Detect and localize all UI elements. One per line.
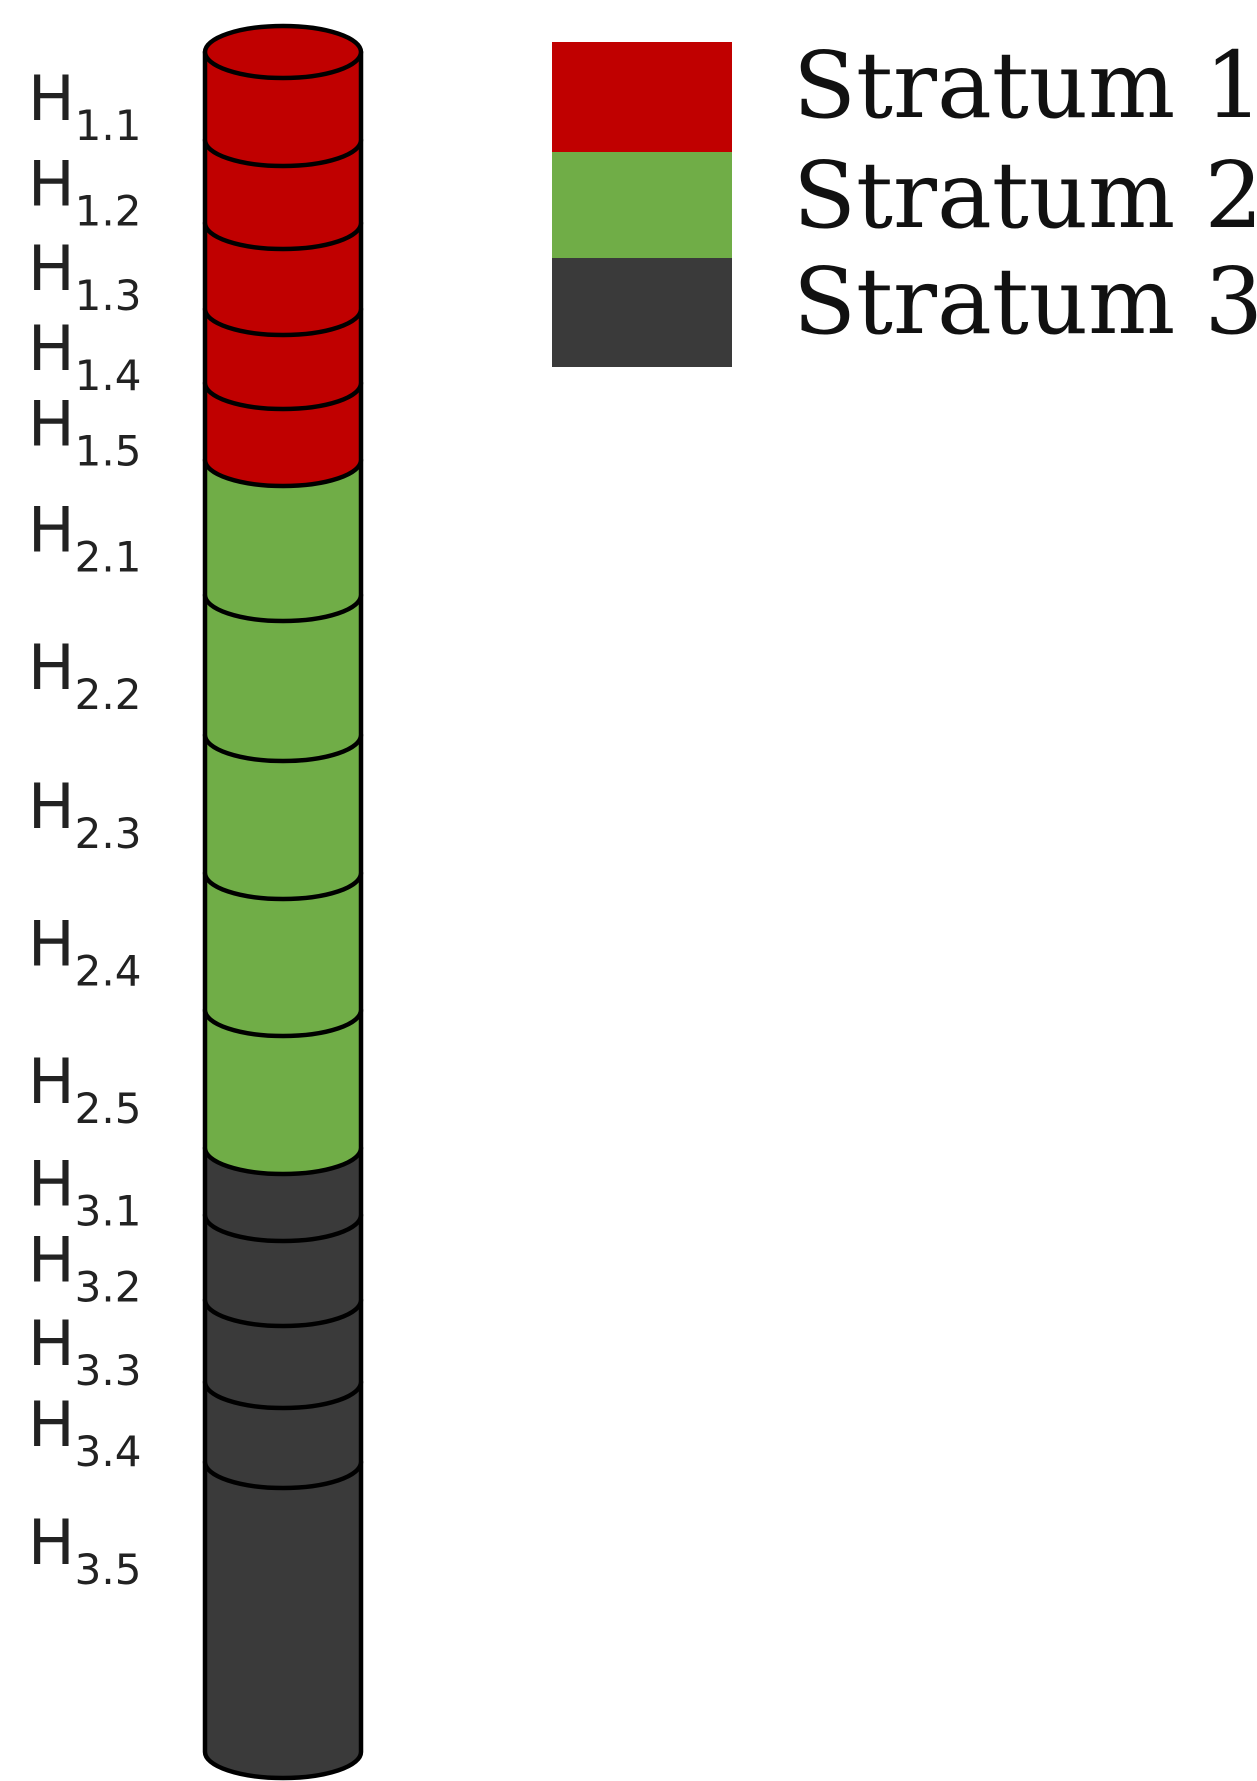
- layer-segment-2-3: [202, 732, 364, 902]
- layer-segment-3-3: [202, 1297, 364, 1411]
- borehole-column: [202, 23, 364, 1781]
- legend-label-stratum-3: Stratum 3: [793, 248, 1257, 355]
- legend-swatch-stratum-3: [552, 258, 732, 367]
- legend-label-stratum-1: Stratum 1: [793, 32, 1257, 139]
- layer-label-subscript: 2.2: [75, 670, 142, 719]
- column-top-cap: [202, 23, 364, 81]
- layer-segment-2-1: [202, 457, 364, 624]
- layer-segment-2-4: [202, 870, 364, 1039]
- layer-label-subscript: 1.2: [75, 187, 142, 236]
- layer-segment-3-2: [202, 1212, 364, 1329]
- layer-label-base: H: [28, 148, 75, 221]
- layer-segment-1-5: [202, 380, 364, 489]
- layer-label-1-5: H1.5: [28, 388, 141, 476]
- layer-label-3-4: H3.4: [28, 1388, 141, 1476]
- layer-label-subscript: 2.1: [75, 533, 142, 582]
- layer-segment-1-4: [202, 306, 364, 412]
- layer-labels: H1.1H1.2H1.3H1.4H1.5H2.1H2.2H2.3H2.4H2.5…: [28, 62, 141, 1594]
- layer-label-subscript: 2.5: [75, 1084, 142, 1133]
- layer-label-1-3: H1.3: [28, 232, 141, 320]
- layer-label-subscript: 1.1: [75, 101, 142, 150]
- layer-label-1-1: H1.1: [28, 62, 141, 150]
- layer-label-base: H: [28, 1224, 75, 1297]
- layer-label-1-2: H1.2: [28, 148, 141, 236]
- layer-label-subscript: 3.2: [75, 1263, 142, 1312]
- layer-label-2-2: H2.2: [28, 631, 141, 719]
- layer-label-base: H: [28, 312, 75, 385]
- legend-swatch-stratum-1: [552, 42, 732, 152]
- layer-label-subscript: 1.4: [75, 351, 142, 400]
- layer-segment-2-5: [202, 1007, 364, 1177]
- layer-label-subscript: 3.5: [75, 1545, 142, 1594]
- layer-label-subscript: 2.3: [75, 809, 142, 858]
- legend-swatch-stratum-2: [552, 152, 732, 258]
- layer-label-2-3: H2.3: [28, 770, 141, 858]
- layer-segment-1-2: [202, 137, 364, 252]
- layer-label-2-1: H2.1: [28, 494, 141, 582]
- layer-label-base: H: [28, 232, 75, 305]
- layer-label-subscript: 3.3: [75, 1346, 142, 1395]
- layer-label-3-3: H3.3: [28, 1307, 141, 1395]
- layer-label-subscript: 2.4: [75, 947, 142, 996]
- layer-label-subscript: 1.3: [75, 271, 142, 320]
- legend-label-stratum-2: Stratum 2: [793, 142, 1257, 249]
- layer-label-base: H: [28, 1045, 75, 1118]
- layer-label-3-5: H3.5: [28, 1506, 141, 1594]
- layer-segment-2-2: [202, 592, 364, 764]
- layer-segment-1-1: [202, 49, 364, 169]
- layer-label-base: H: [28, 1388, 75, 1461]
- layer-label-3-1: H3.1: [28, 1148, 141, 1236]
- layer-label-subscript: 3.1: [75, 1187, 142, 1236]
- layer-label-2-4: H2.4: [28, 908, 141, 996]
- layer-segment-3-4: [202, 1379, 364, 1491]
- layer-label-base: H: [28, 1148, 75, 1221]
- layer-label-base: H: [28, 1506, 75, 1579]
- layer-label-2-5: H2.5: [28, 1045, 141, 1133]
- layer-label-1-4: H1.4: [28, 312, 141, 400]
- layer-label-base: H: [28, 494, 75, 567]
- layer-label-subscript: 1.5: [75, 427, 142, 476]
- layer-label-3-2: H3.2: [28, 1224, 141, 1312]
- layer-segment-1-3: [202, 220, 364, 338]
- layer-label-subscript: 3.4: [75, 1427, 142, 1476]
- layer-label-base: H: [28, 62, 75, 135]
- layer-label-base: H: [28, 770, 75, 843]
- layer-segment-3-5: [202, 1459, 364, 1781]
- layer-label-base: H: [28, 1307, 75, 1380]
- layer-label-base: H: [28, 908, 75, 981]
- layer-label-base: H: [28, 631, 75, 704]
- layer-label-base: H: [28, 388, 75, 461]
